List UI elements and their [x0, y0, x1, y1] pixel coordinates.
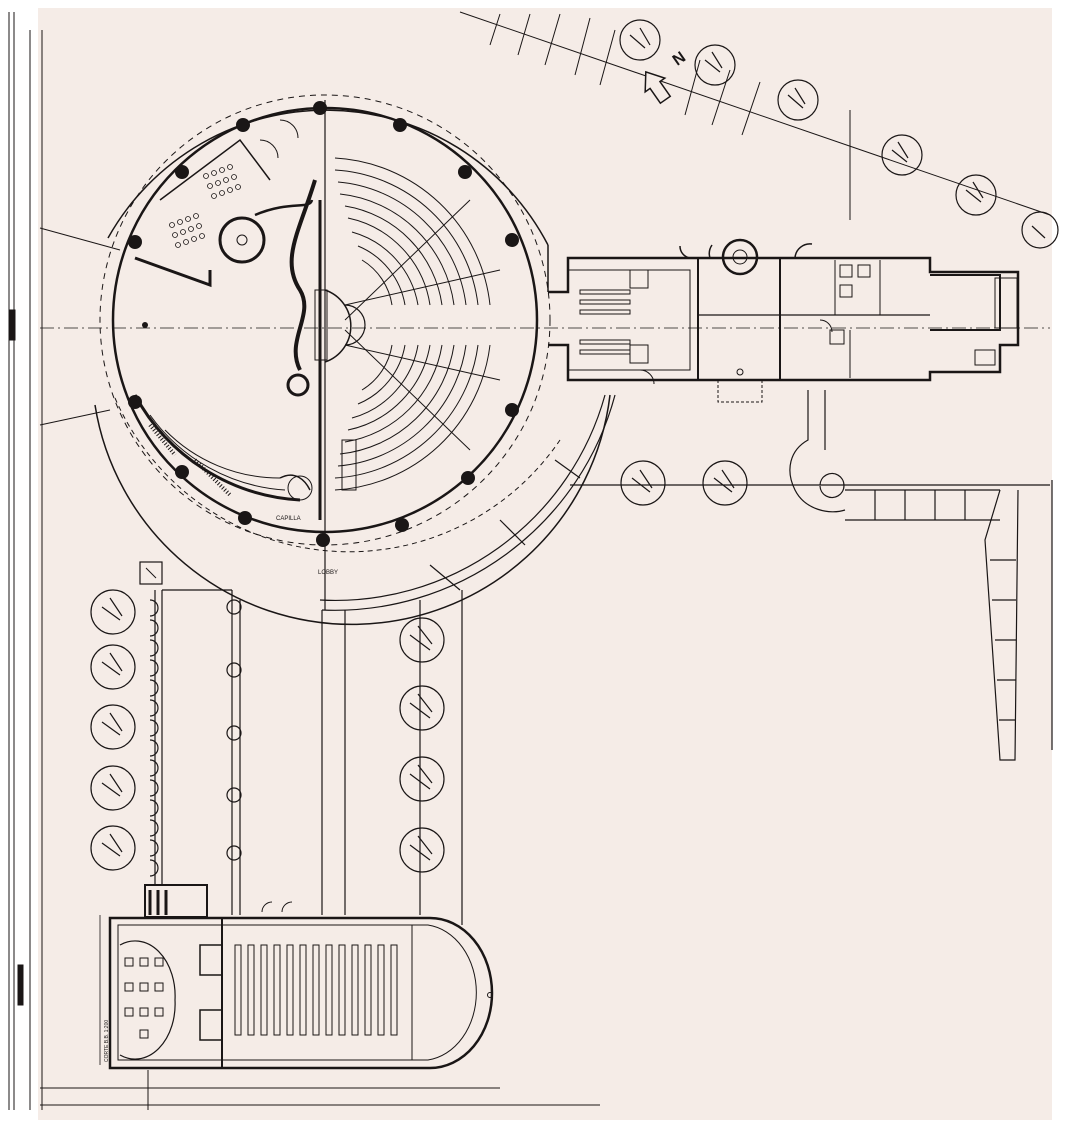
- paper-sheet: [38, 8, 1052, 1120]
- column-icon: [505, 403, 519, 417]
- column-icon: [461, 471, 475, 485]
- side-note-label: CORTE B.B. 1:200: [104, 1020, 110, 1062]
- column-icon: [313, 101, 327, 115]
- upper-wedge-room: [134, 138, 314, 288]
- auditorium-seating: [334, 157, 501, 491]
- tree-icon: [399, 827, 445, 873]
- door-swing-icon: [279, 119, 299, 139]
- column-icon: [128, 235, 142, 249]
- door-swing-icon: [259, 139, 279, 159]
- east-wing: [548, 238, 1020, 403]
- column-icon: [458, 165, 472, 179]
- column-icon: [142, 322, 148, 328]
- tree-icon: [777, 79, 819, 121]
- curved-walkway: [319, 394, 616, 611]
- north-arrow-icon: [644, 70, 672, 105]
- tree-icon: [694, 44, 736, 86]
- tree-icon: [1021, 211, 1059, 249]
- chapel-building: [99, 884, 494, 1110]
- tree-row-central: [399, 617, 445, 873]
- door-swings: [259, 119, 833, 913]
- column-icon: [175, 165, 189, 179]
- tree-icon: [620, 460, 666, 506]
- tree-icon: [90, 589, 136, 635]
- tree-icon: [90, 644, 136, 690]
- column-icon: [238, 511, 252, 525]
- column-icon: [505, 233, 519, 247]
- backstage-wall: [286, 179, 322, 520]
- tree-icon: [955, 174, 997, 216]
- small-room-label: CAPILLA: [276, 516, 301, 522]
- tree-icon: [881, 134, 923, 176]
- door-swing-icon: [261, 901, 273, 913]
- tree-row-east: [620, 460, 748, 506]
- tree-icon: [90, 825, 136, 871]
- column-icon: [393, 118, 407, 132]
- wedge-room-seats: [169, 164, 241, 248]
- west-colonnade: [40, 561, 600, 1106]
- chapel-tables: [124, 957, 164, 1039]
- column-icon: [316, 533, 330, 547]
- entrance-label: LOBBY: [318, 570, 338, 576]
- door-swing-icon: [819, 319, 833, 333]
- door-swing-icon: [639, 369, 655, 385]
- left-border-lines: [8, 12, 43, 1110]
- column-icon: [236, 118, 250, 132]
- colonnade-arches: [149, 599, 242, 877]
- curved-staircase: [133, 394, 313, 502]
- column-icon: [395, 518, 409, 532]
- tree-icon: [399, 617, 445, 663]
- tree-icon: [399, 685, 445, 731]
- perimeter-columns: [128, 101, 519, 547]
- tree-row-west: [90, 589, 136, 871]
- column-icon: [175, 465, 189, 479]
- tree-icon: [702, 460, 748, 506]
- parking-stalls-top: [459, 11, 1051, 220]
- door-swing-icon: [281, 901, 293, 913]
- tree-icon: [90, 704, 136, 750]
- tree-row-top: [619, 19, 1059, 249]
- tree-icon: [399, 756, 445, 802]
- tree-icon: [619, 19, 661, 61]
- tree-icon: [90, 765, 136, 811]
